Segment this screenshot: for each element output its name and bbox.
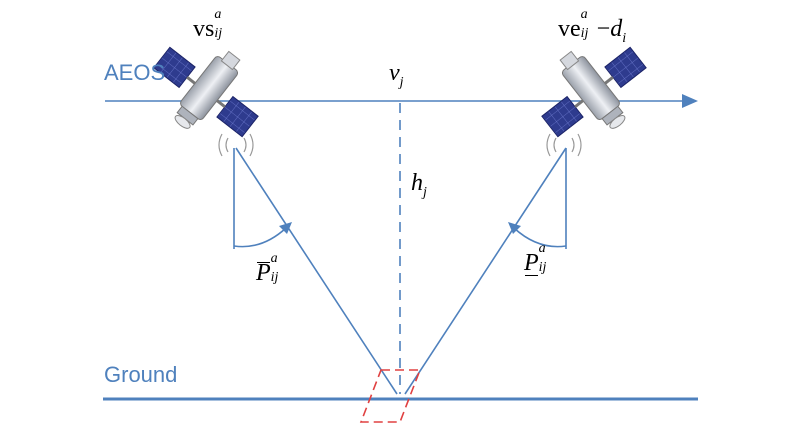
pitch-min-symbol: P (524, 250, 539, 276)
pitch-max-overbar (257, 262, 270, 263)
start-time-superscript: a (214, 7, 222, 22)
end-time-symbol: ve (558, 16, 581, 42)
pitch-min-indices: a ij (539, 241, 555, 275)
pitch-max-symbol-wrap: P (256, 260, 271, 287)
start-time-symbol: vs (193, 16, 215, 42)
velocity-symbol: v (389, 60, 400, 86)
pitch-max-superscript: a (270, 251, 278, 266)
height-label: hj (411, 170, 427, 200)
pitch-min-symbol-wrap: P (524, 250, 539, 277)
end-view-line (404, 147, 567, 395)
pitch-max-symbol: P (256, 260, 271, 286)
end-time-subscript: ij (580, 26, 589, 41)
start-pitch-arc (233, 227, 287, 248)
start-time-indices: a ij (214, 7, 230, 41)
signal-end-icon (546, 133, 582, 157)
aeos-label: AEOS (104, 60, 166, 85)
ground-target (359, 369, 422, 423)
end-time-minus: − (596, 16, 611, 42)
start-view-line (235, 147, 398, 395)
velocity-label: vj (389, 60, 404, 90)
start-pitch-arrow (279, 222, 292, 234)
start-time-subscript: ij (214, 26, 223, 41)
height-subscript: j (423, 185, 427, 200)
pitch-min-superscript: a (538, 241, 546, 256)
orbit-arrow-head (682, 94, 698, 108)
pitch-max-subscript: ij (270, 270, 279, 285)
pitch-min-subscript: ij (538, 260, 547, 275)
end-pitch-arrow (508, 222, 521, 234)
satellite-end-icon (541, 46, 647, 138)
signal-start-icon (218, 133, 254, 157)
duration-subscript: i (622, 31, 627, 46)
satellite-start-icon (153, 46, 259, 138)
end-time-superscript: a (580, 7, 588, 22)
duration-symbol: d (610, 16, 623, 42)
pitch-max-indices: a ij (271, 251, 287, 285)
end-pitch-arc (513, 227, 567, 248)
end-time-indices: a ij (581, 7, 597, 41)
velocity-subscript: j (399, 75, 404, 90)
height-symbol: h (411, 170, 423, 196)
pitch-min-underbar (525, 275, 538, 276)
ground-label: Ground (104, 362, 178, 387)
